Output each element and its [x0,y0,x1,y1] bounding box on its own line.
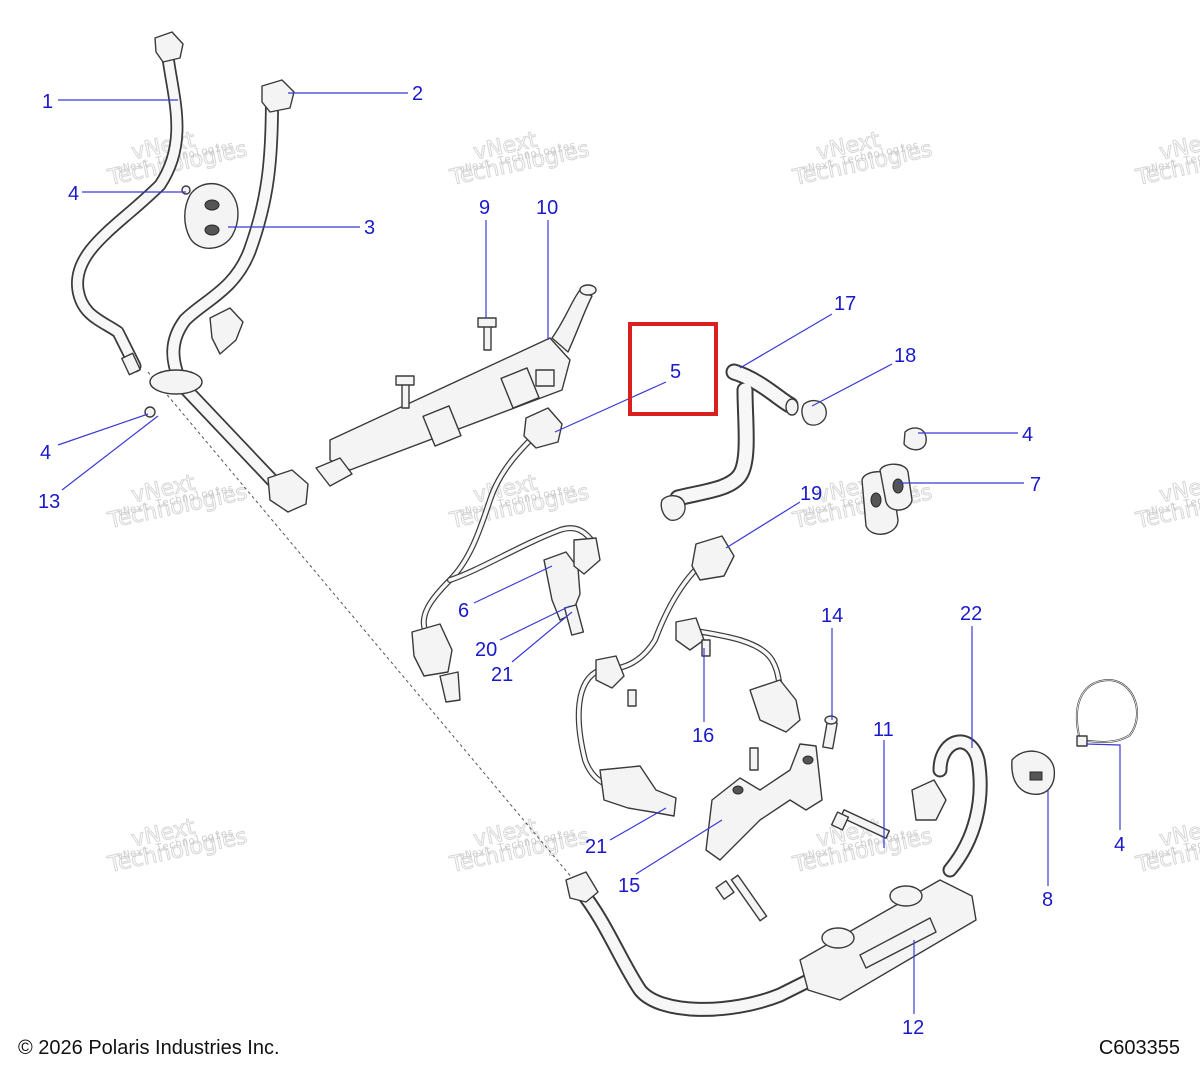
leader-19 [725,501,801,549]
callout-21[interactable]: 21 [585,836,607,858]
callout-12[interactable]: 12 [902,1017,924,1039]
leader-17 [739,313,833,369]
watermark: Technologies vNext vNext Technologies [790,814,935,878]
part-10-fuel-rail[interactable] [315,284,597,487]
leader-13 [61,415,159,491]
callout-4[interactable]: 4 [68,183,79,205]
callout-9[interactable]: 9 [479,197,490,219]
leader-15 [635,819,723,875]
part-14-bolt[interactable] [822,715,838,750]
part-8-boot[interactable] [1011,750,1056,795]
callout-5[interactable]: 5 [670,361,681,383]
watermark: Technologies vNext vNext Technologies [1133,127,1200,191]
leader-4d [1085,743,1121,830]
watermark: Technologies vNext vNext Technologies [447,470,592,534]
callout-2[interactable]: 2 [412,83,423,105]
part-1-fuel-hose[interactable] [71,31,184,376]
callout-15[interactable]: 15 [618,875,640,897]
callout-4[interactable]: 4 [40,442,51,464]
part-4-cable-tie[interactable] [144,406,156,418]
part-7-hose-clip[interactable] [861,463,913,535]
part-21-injector-upper[interactable] [749,679,801,733]
part-4-cable-tie[interactable] [903,427,927,451]
callout-22[interactable]: 22 [960,603,982,625]
callout-17[interactable]: 17 [834,293,856,315]
part-12-fuel-rail[interactable] [565,871,977,1017]
callout-7[interactable]: 7 [1030,474,1041,496]
leader-4b [57,413,149,446]
callout-10[interactable]: 10 [536,197,558,219]
part-18-clamp[interactable] [801,399,827,426]
callout-5-highlight-box [628,322,718,416]
part-3-grommet[interactable] [184,182,239,249]
callout-3[interactable]: 3 [364,217,375,239]
leader-21b [609,807,667,841]
copyright-text: © 2026 Polaris Industries Inc. [18,1037,280,1059]
watermark: Technologies vNext vNext Technologies [1133,814,1200,878]
part-21-injector[interactable] [599,765,677,817]
part-19-wire-harness[interactable] [575,535,783,793]
leader-18 [811,363,893,407]
watermark: Technologies vNext vNext Technologies [105,470,250,534]
part-11-bolt[interactable] [830,809,891,839]
leader-21a [511,611,573,663]
part-18-clamp[interactable] [660,495,686,521]
callout-1[interactable]: 1 [42,91,53,113]
watermark: Technologies vNext vNext Technologies [105,814,250,878]
part-9-bolt[interactable] [395,375,415,409]
callout-14[interactable]: 14 [821,605,843,627]
part-17-hose[interactable] [669,363,799,507]
part-9-bolt[interactable] [477,317,497,351]
callout-13[interactable]: 13 [38,491,60,513]
callout-21[interactable]: 21 [491,664,513,686]
callout-16[interactable]: 16 [692,725,714,747]
part-5-wire-harness[interactable] [411,407,598,703]
part-4-cable-tie[interactable] [1075,678,1139,747]
watermark: Technologies vNext vNext Technologies [1133,470,1200,534]
callout-4[interactable]: 4 [1114,834,1125,856]
callout-19[interactable]: 19 [800,483,822,505]
callout-6[interactable]: 6 [458,600,469,622]
callout-labels: 1 2 3 4 4 4 4 5 6 7 8 9 10 11 12 13 14 1… [38,83,1125,1039]
callout-20[interactable]: 20 [475,639,497,661]
watermark: Technologies vNext vNext Technologies [790,127,935,191]
callout-8[interactable]: 8 [1042,889,1053,911]
callout-18[interactable]: 18 [894,345,916,367]
leader-5 [554,381,667,433]
part-6-injector[interactable] [543,537,601,636]
part-11-bolt[interactable] [715,874,768,922]
part-16-stud[interactable] [701,639,711,657]
leader-6 [473,565,553,604]
diagram-id: C603355 [1098,1037,1180,1059]
part-4-cable-tie[interactable] [181,185,191,195]
callout-4[interactable]: 4 [1022,424,1033,446]
watermark: Technologies vNext vNext Technologies [447,814,592,878]
part-2-fuel-hose[interactable] [149,79,309,513]
callout-11[interactable]: 11 [873,719,894,741]
leader-20 [499,605,571,641]
part-15-bracket[interactable] [705,743,823,861]
leader-lines [57,92,1121,1014]
part-22-fuel-hose[interactable] [911,734,988,878]
watermark: Technologies vNext vNext Technologies [447,127,592,191]
